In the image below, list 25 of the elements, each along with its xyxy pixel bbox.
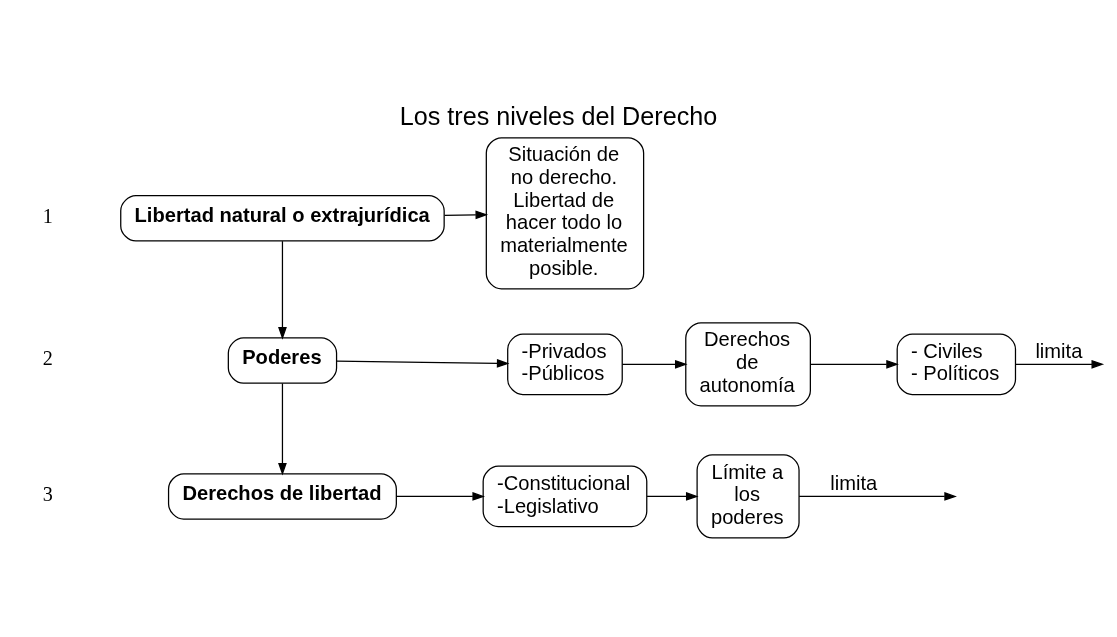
arrow — [443, 209, 489, 219]
arrow — [809, 359, 899, 369]
arrow — [278, 382, 287, 475]
label: 2 — [42, 346, 53, 369]
arrow — [336, 358, 510, 368]
node-box: -Privados -Públicos — [507, 332, 623, 395]
diagram-title: Los tres niveles del Derecho — [399, 101, 718, 130]
arrow — [798, 491, 957, 501]
node-box: - Civiles - Políticos — [896, 332, 1017, 395]
arrow — [621, 359, 688, 369]
node-box: Derechos de libertad — [167, 472, 397, 520]
edge-label: limita — [1035, 339, 1083, 362]
arrow — [395, 491, 485, 501]
node-box: Límite a los poderes — [696, 453, 800, 539]
edge-label: limita — [830, 471, 878, 494]
node-box: Derechos de autonomía — [685, 321, 811, 406]
arrow — [1015, 359, 1105, 369]
node-box: Libertad natural o extrajurídica — [120, 194, 445, 242]
label: 3 — [42, 482, 53, 505]
label: 1 — [42, 204, 53, 227]
node-box: Situación de no derecho. Libertad de hacer todo lo materialmente posible. — [485, 136, 645, 289]
arrow — [646, 491, 699, 501]
node-box: Poderes — [227, 336, 338, 384]
arrow — [278, 240, 287, 340]
node-box: -Constitucional -Legislativo — [482, 465, 648, 527]
